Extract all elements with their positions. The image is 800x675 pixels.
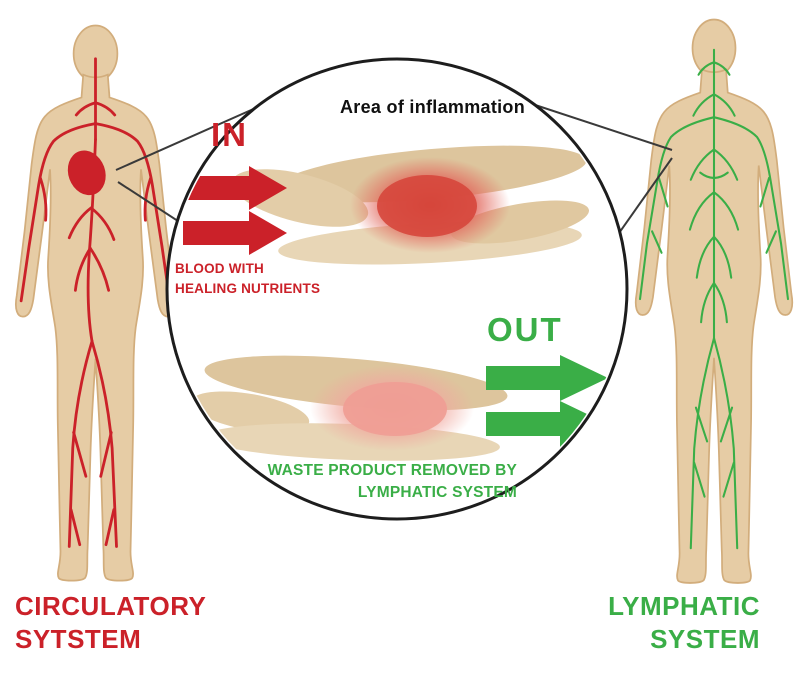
inflamed-muscle-bottom — [190, 355, 508, 461]
circulatory-label-line2: SYTSTEM — [15, 624, 142, 654]
circulatory-label-line1: CIRCULATORY — [15, 591, 207, 621]
lymphatic-body-figure — [634, 18, 794, 584]
inflamed-muscle-top — [231, 145, 590, 265]
in-caption-line1: BLOOD WITH — [175, 261, 264, 276]
out-caption: WASTE PRODUCT REMOVED BY LYMPHATIC SYSTE… — [233, 460, 517, 504]
out-label: OUT — [487, 311, 563, 348]
lens-content — [183, 145, 608, 461]
inflammation-title: Area of inflammation — [340, 97, 526, 117]
lymphatic-label-line2: SYSTEM — [650, 624, 760, 654]
circulatory-system-label: CIRCULATORY SYTSTEM — [15, 590, 206, 656]
in-caption-line2: HEALING NUTRIENTS — [175, 281, 321, 296]
lymphatic-label-line1: LYMPHATIC — [608, 591, 760, 621]
in-caption: BLOOD WITH HEALING NUTRIENTS — [175, 259, 320, 299]
circulatory-body-figure — [14, 24, 177, 582]
out-caption-line1: WASTE PRODUCT REMOVED BY — [267, 462, 517, 479]
heart-icon — [67, 150, 106, 196]
out-caption-line2: LYMPHATIC SYSTEM — [357, 484, 517, 501]
in-label: IN — [211, 116, 248, 153]
lymphatic-vessels — [639, 48, 789, 550]
in-arrows-icon — [183, 166, 287, 255]
lymphatic-system-label: LYMPHATIC SYSTEM — [558, 590, 760, 656]
